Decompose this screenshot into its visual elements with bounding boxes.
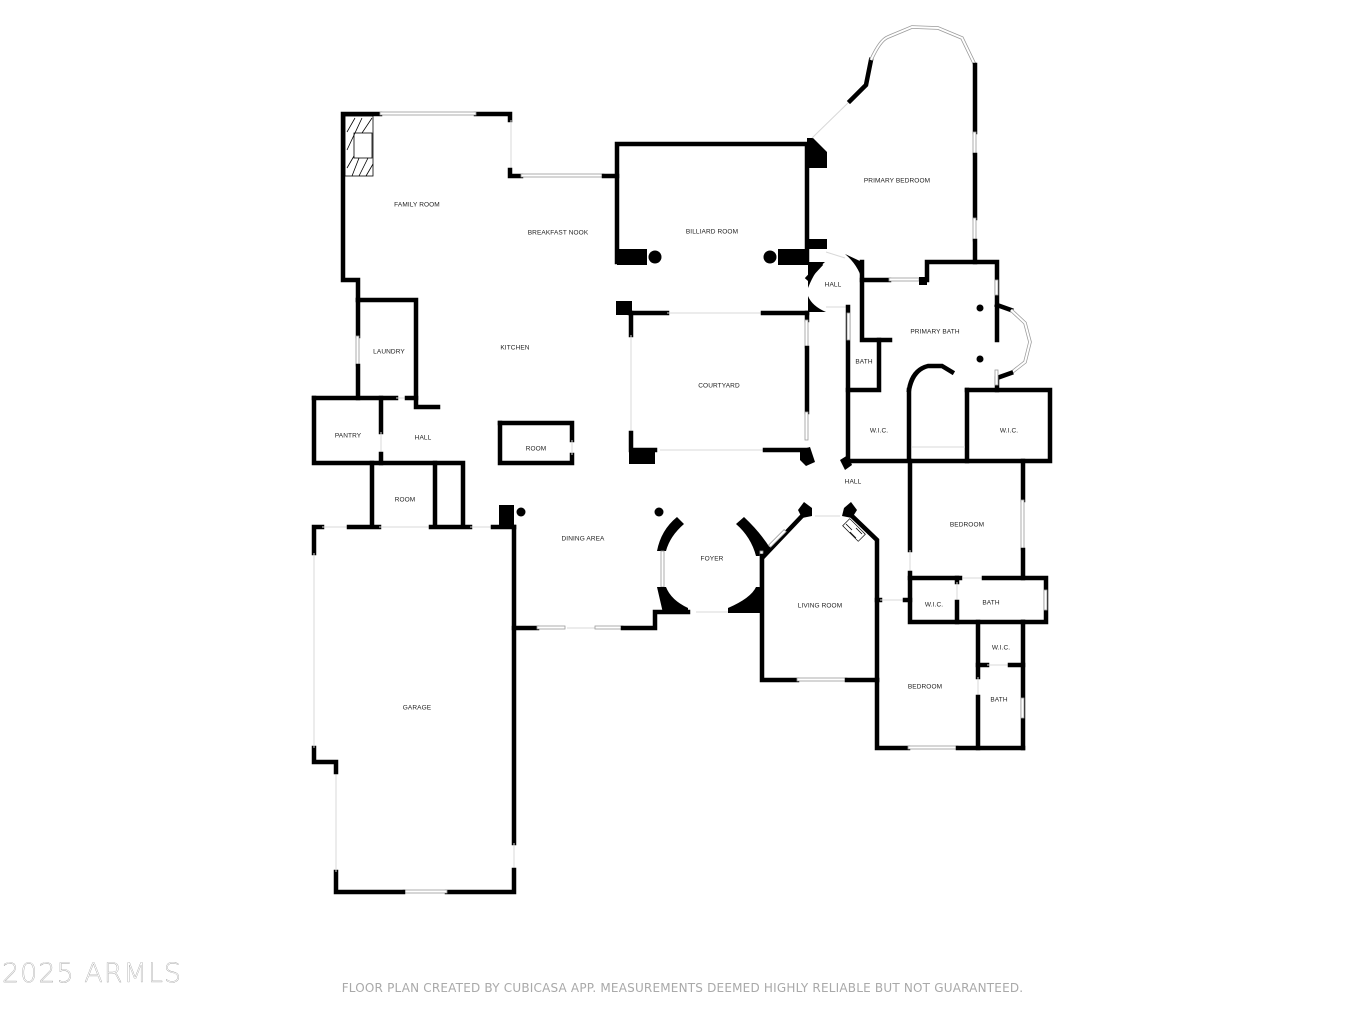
room-label-family-room: FAMILY ROOM [394, 202, 440, 209]
kitchen-area-walls [311, 297, 575, 528]
room-label-dining-area: DINING AREA [562, 536, 606, 543]
room-label-hall-north: HALL [825, 282, 842, 289]
room-label-room-small: ROOM [395, 497, 416, 504]
room-labels: FAMILY ROOM BREAKFAST NOOK BILLIARD ROOM PR… [335, 178, 1018, 712]
room-label-garage: GARAGE [403, 705, 432, 712]
watermark: 2025 ARMLS [2, 958, 183, 989]
room-label-living-room: LIVING ROOM [798, 603, 842, 610]
room-label-primary-bedroom: PRIMARY BEDROOM [864, 178, 930, 185]
room-label-bath-bed-south: BATH [990, 697, 1007, 704]
room-label-bedroom-south: BEDROOM [908, 684, 942, 691]
room-label-wic-bed-south: W.I.C. [992, 645, 1010, 652]
living-room-walls [760, 502, 913, 683]
bedrooms-east-walls [874, 458, 1049, 751]
room-label-foyer: FOYER [701, 556, 724, 563]
room-label-primary-bath: PRIMARY BATH [910, 329, 959, 336]
garage-walls [311, 505, 540, 895]
room-label-bedroom-east: BEDROOM [950, 522, 984, 529]
room-label-wic-bed-east: W.I.C. [925, 602, 943, 609]
room-label-hall-central: HALL [845, 479, 862, 486]
room-label-wic-right: W.I.C. [1000, 428, 1018, 435]
dining-foyer-walls [536, 507, 880, 683]
billiard-room-walls [614, 138, 827, 265]
room-label-kitchen: KITCHEN [500, 345, 529, 352]
room-label-billiard-room: BILLIARD ROOM [686, 229, 738, 236]
room-label-hall-west: HALL [415, 435, 432, 442]
footer-disclaimer: FLOOR PLAN CREATED BY CUBICASA APP. MEAS… [341, 981, 1024, 995]
room-label-bath-bed-east: BATH [982, 600, 999, 607]
family-room-walls [340, 111, 620, 303]
primary-suite-walls [804, 251, 1053, 464]
room-label-bath-primary-small: BATH [855, 359, 872, 366]
primary-bedroom-walls [811, 25, 978, 265]
fireplace-living-icon [842, 518, 866, 542]
courtyard-walls [616, 301, 852, 470]
room-label-wic-left: W.I.C. [870, 428, 888, 435]
room-label-room-kitchen: ROOM [526, 446, 547, 453]
room-label-breakfast-nook: BREAKFAST NOOK [528, 230, 589, 237]
room-label-laundry: LAUNDRY [373, 349, 405, 356]
room-label-pantry: PANTRY [335, 433, 362, 440]
room-label-courtyard: COURTYARD [698, 383, 740, 390]
